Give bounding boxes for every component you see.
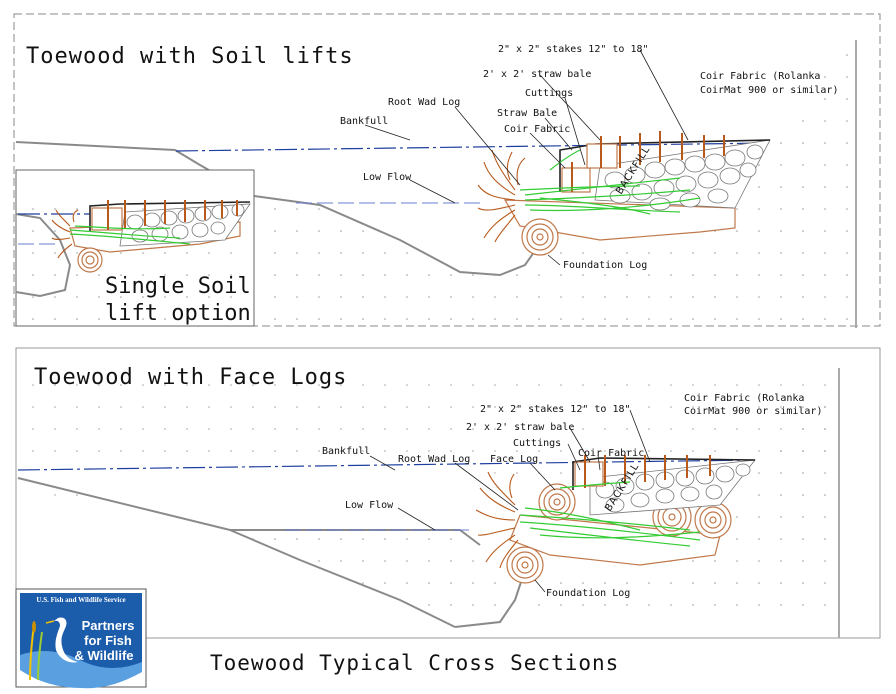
logo-line2: for Fish bbox=[84, 633, 132, 648]
label-stakes-bottom: 2" x 2" stakes 12" to 18" bbox=[480, 404, 631, 415]
label-straw-bale-size: 2' x 2' straw bale bbox=[483, 69, 591, 80]
label-face-log-bottom: Face Log bbox=[490, 454, 538, 465]
backfill-rocks bbox=[594, 139, 771, 211]
label-bankfull: Bankfull bbox=[340, 116, 388, 127]
backfill-rocks-bottom bbox=[589, 459, 756, 516]
cuttings-bottom bbox=[519, 481, 701, 547]
soil-fill bbox=[254, 40, 854, 326]
label-low-flow: Low Flow bbox=[363, 172, 412, 183]
inset-label-line2: lift option bbox=[105, 301, 251, 326]
stream-bed-profile-bottom bbox=[17, 477, 526, 628]
egret-icon bbox=[45, 617, 78, 663]
label-root-wad-log-bottom: Root Wad Log bbox=[398, 454, 470, 465]
stream-bed-profile bbox=[15, 141, 549, 277]
straw-bale-bottom bbox=[574, 461, 604, 487]
logo-agency: U.S. Fish and Wildlife Service bbox=[36, 596, 125, 604]
label-low-flow-bottom: Low Flow bbox=[345, 500, 394, 511]
top-panel-title: Toewood with Soil lifts bbox=[26, 44, 354, 69]
bottom-panel: Toewood with Face Logs bbox=[15, 347, 881, 639]
inset-label-line1: Single Soil bbox=[105, 274, 251, 299]
label-coir-spec-2-bottom: CoirMat 900 or similar) bbox=[684, 406, 822, 417]
label-coir-spec-1-bottom: Coir Fabric (Rolanka bbox=[684, 393, 804, 404]
top-panel: Toewood with Soil lifts bbox=[13, 13, 881, 328]
label-foundation-log-bottom: Foundation Log bbox=[546, 588, 630, 599]
soil-fill-bottom bbox=[18, 378, 837, 627]
coir-fabric-bottom bbox=[572, 457, 756, 490]
label-coir-fabric-bottom: Coir Fabric bbox=[578, 448, 644, 459]
stakes-bottom bbox=[584, 455, 711, 488]
label-straw-bale-size-bottom: 2' x 2' straw bale bbox=[466, 422, 574, 433]
label-straw-bale: Straw Bale bbox=[497, 108, 557, 119]
foundation-log bbox=[521, 218, 559, 256]
label-bankfull-bottom: Bankfull bbox=[322, 446, 370, 457]
single-soil-lift-inset: Single Soil lift option bbox=[15, 169, 255, 327]
label-stakes: 2" x 2" stakes 12" to 18" bbox=[498, 44, 649, 55]
bottom-panel-frame bbox=[15, 347, 881, 639]
logo-line3: & Wildlife bbox=[74, 648, 133, 663]
bankfull-line bbox=[175, 142, 771, 152]
root-wad bbox=[477, 149, 526, 243]
label-coir-spec-2: CoirMat 900 or similar) bbox=[700, 85, 838, 96]
label-coir-spec-1: Coir Fabric (Rolanka bbox=[700, 71, 820, 82]
partners-logo: U.S. Fish and Wildlife Service Partners … bbox=[15, 588, 147, 689]
reeds-icon bbox=[29, 621, 43, 681]
drawing-title: Toewood Typical Cross Sections bbox=[210, 651, 619, 675]
label-coir-fabric: Coir Fabric bbox=[504, 124, 570, 135]
cuttings bbox=[519, 149, 701, 215]
label-cuttings: Cuttings bbox=[525, 88, 573, 99]
label-cuttings-bottom: Cuttings bbox=[513, 438, 561, 449]
stakes bbox=[571, 131, 725, 192]
logo-line1: Partners bbox=[82, 618, 135, 633]
foundation-log-bottom bbox=[506, 546, 544, 584]
root-wad-bottom bbox=[475, 471, 519, 569]
label-root-wad-log: Root Wad Log bbox=[388, 97, 460, 108]
label-foundation-log: Foundation Log bbox=[563, 260, 647, 271]
